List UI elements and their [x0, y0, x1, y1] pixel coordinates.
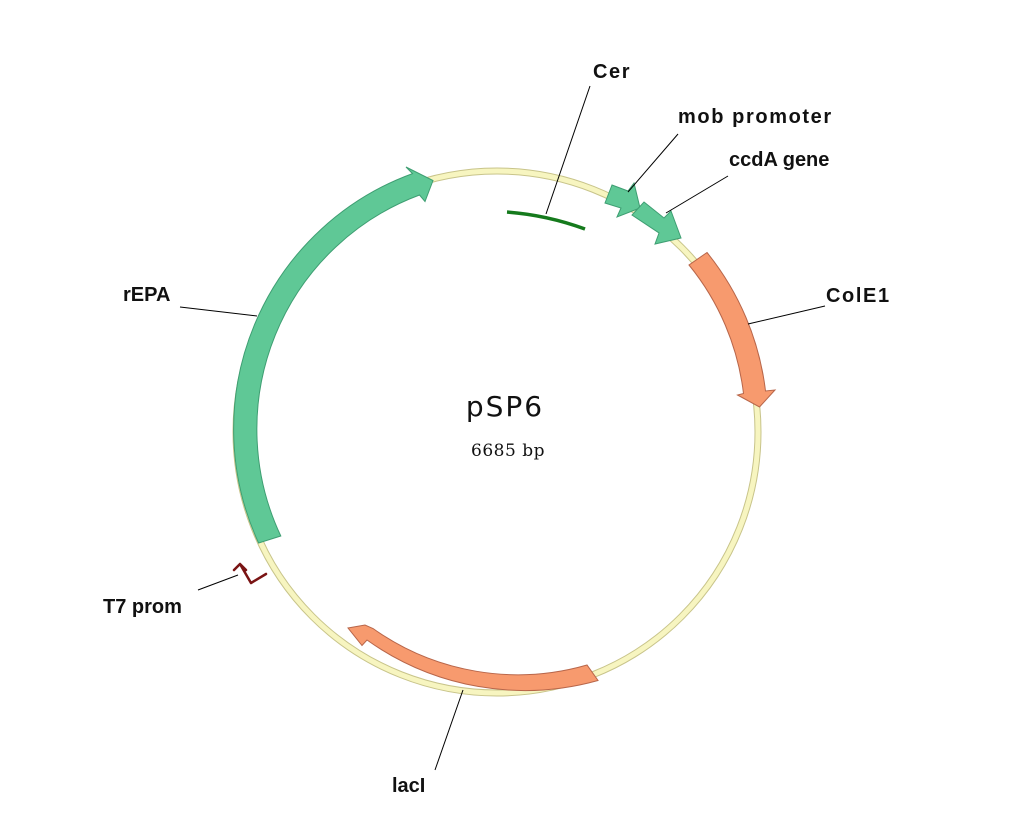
t7-prom-label: T7 prom: [103, 596, 182, 618]
ccda-gene-feature-arrow: [631, 201, 682, 245]
cole1-feature-arrow: [688, 251, 777, 408]
plasmid-name: pSP6: [466, 390, 544, 423]
repa-label: rEPA: [123, 284, 170, 306]
repa-feature-arrow: [233, 166, 434, 544]
cer-feature-line: [506, 210, 586, 231]
mob-promoter-label: mob promoter: [678, 106, 833, 128]
t7-promoter-arrow: [232, 562, 268, 585]
mob-promoter-leader-line: [627, 133, 679, 193]
cer-label: Cer: [593, 61, 631, 83]
t7-prom-leader-line: [197, 574, 239, 591]
ccda-gene-leader-line: [665, 175, 729, 214]
laci-label: lacI: [392, 775, 425, 797]
cer-leader-line: [545, 85, 591, 215]
ccda-gene-label: ccdA gene: [729, 149, 829, 171]
mob-promoter-feature-arrow: [604, 181, 641, 218]
cole1-label: ColE1: [826, 285, 891, 307]
plasmid-size: 6685 bp: [471, 441, 545, 461]
laci-leader-line: [434, 689, 464, 771]
laci-feature-arrow: [347, 624, 599, 691]
cole1-leader-line: [747, 305, 826, 325]
repa-leader-line: [179, 306, 258, 317]
